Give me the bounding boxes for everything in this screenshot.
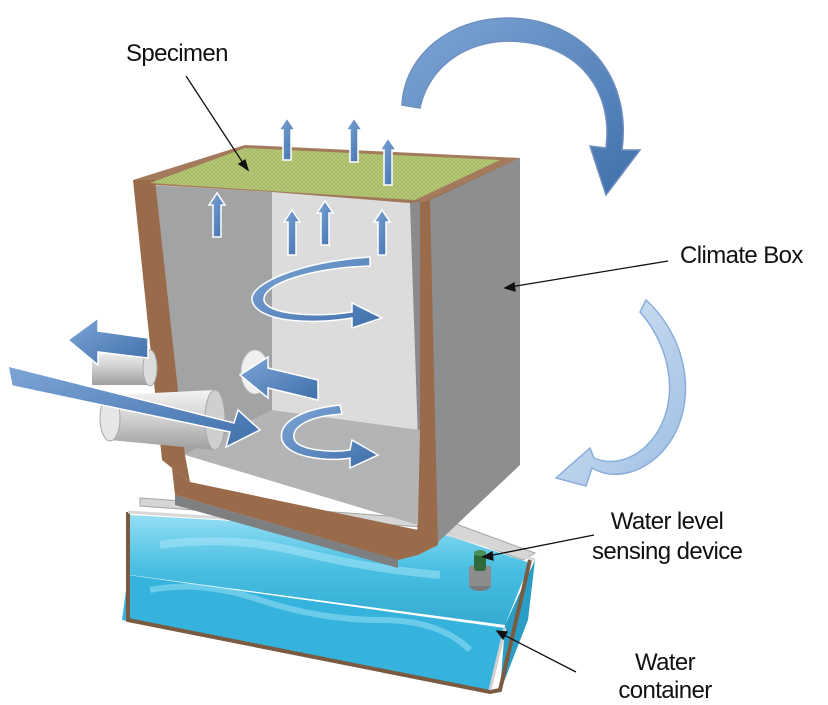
climate-box — [92, 145, 520, 568]
up-arrow — [315, 199, 335, 246]
up-arrow — [282, 208, 302, 256]
water-level-label-line2: sensing device — [592, 538, 743, 565]
inflow-arrow-hole — [238, 355, 319, 401]
water-level-leader — [481, 534, 595, 561]
swirl-arrow-lower — [280, 404, 380, 470]
outflow-arrow — [66, 316, 149, 367]
box-inner-left-wall — [150, 185, 272, 455]
water-container-leader — [495, 630, 577, 673]
rotation-arrows — [401, 17, 687, 487]
water-level-label-line1: Water level — [610, 508, 724, 535]
specimen-mesh — [150, 148, 500, 200]
box-right-wall — [427, 158, 520, 545]
up-arrow — [378, 136, 398, 186]
water-front-face — [122, 575, 505, 690]
inflow-arrow — [7, 364, 262, 449]
climate-box-label: Climate Box — [680, 242, 803, 269]
swirl-arrow-upper — [251, 256, 384, 330]
box-inner-right-face — [410, 200, 420, 440]
up-arrow — [277, 116, 297, 161]
specimen-label: Specimen — [126, 40, 229, 67]
outlet-pipe — [92, 349, 158, 387]
box-bottom-edge — [172, 468, 418, 560]
curved-arrow-top — [401, 17, 642, 197]
climate-box-leader — [503, 260, 669, 292]
water-container-label-line2: container — [618, 677, 712, 704]
up-arrow — [372, 208, 392, 256]
leader-lines — [185, 75, 669, 673]
specimen-leader — [185, 75, 250, 172]
up-arrow — [344, 116, 364, 163]
curved-arrow-right — [554, 298, 687, 487]
water-container-label-line1: Water — [634, 649, 696, 676]
up-arrow — [207, 191, 227, 238]
airflow-arrows — [7, 116, 398, 470]
